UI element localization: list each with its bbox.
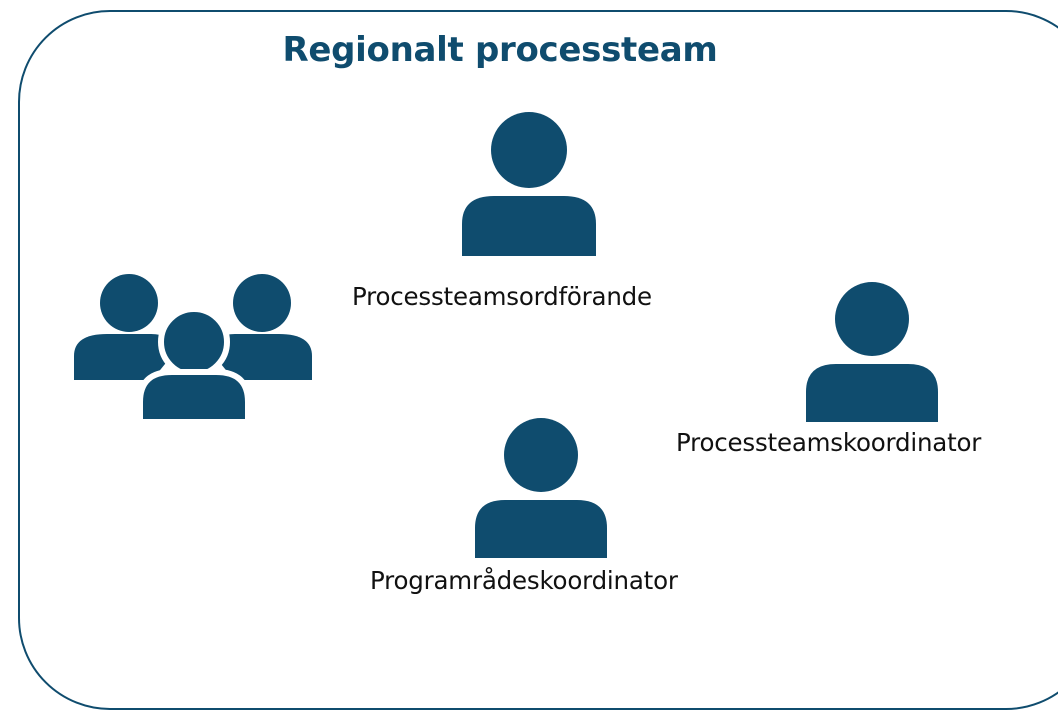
chair-label: Processteamsordförande — [352, 282, 652, 311]
diagram-title: Regionalt processteam — [282, 30, 718, 70]
team-coordinator-label: Processteamskoordinator — [676, 428, 982, 457]
chair-person-icon — [462, 112, 598, 256]
program-coordinator-label: Programrådeskoordinator — [370, 566, 678, 595]
program-coordinator-person-icon — [475, 418, 607, 558]
team-coordinator-person-icon — [806, 282, 938, 422]
group-of-people-icon — [74, 272, 314, 422]
